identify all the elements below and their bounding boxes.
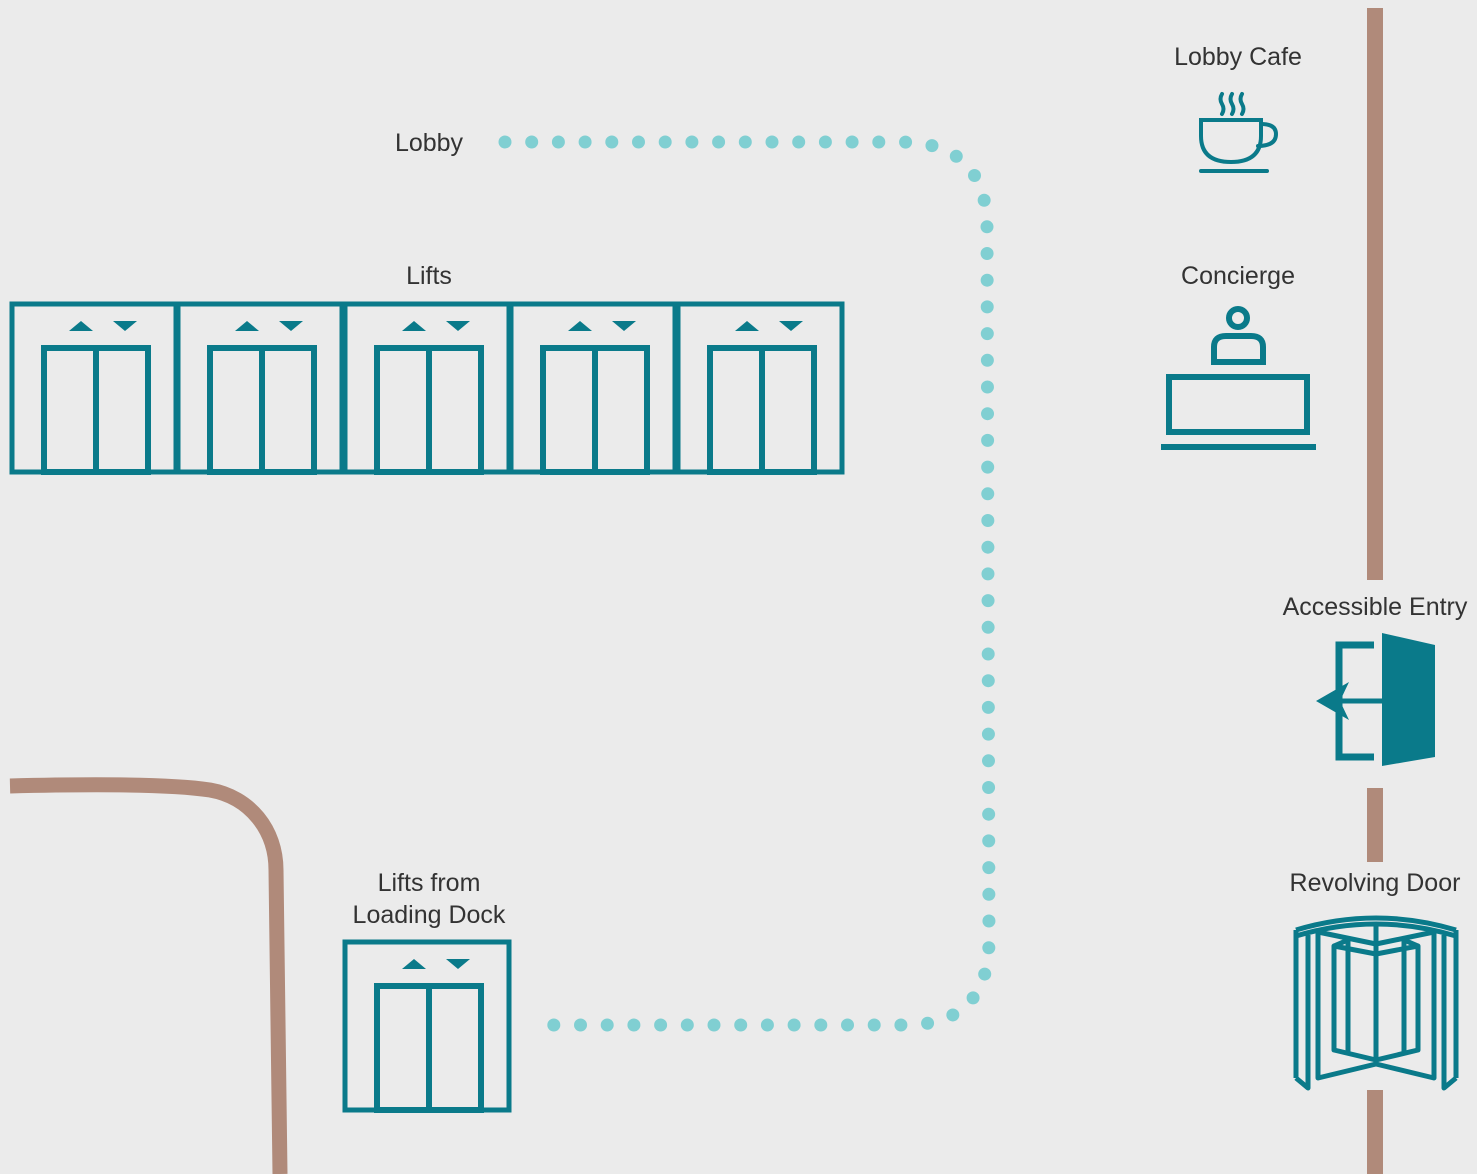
elevator-icon: [12, 304, 176, 472]
walls: [9, 8, 1383, 1174]
loading-dock-lifts-label-line1: Lifts from: [378, 869, 481, 897]
lobby-label: Lobby: [395, 129, 464, 157]
elevator-icon: [178, 304, 342, 472]
elevator-icon: [345, 304, 509, 472]
coffee-cup-icon: [1199, 92, 1279, 173]
elevator-icon: [511, 304, 675, 472]
lifts-label: Lifts: [406, 262, 452, 290]
walking-route: [498, 135, 996, 1032]
revolving-door-label: Revolving Door: [1290, 869, 1461, 897]
door-entry-icon: [1316, 633, 1435, 766]
concierge-label: Concierge: [1181, 262, 1295, 290]
loading-dock-elevator-icon: [345, 942, 509, 1110]
concierge-desk-icon: [1161, 306, 1316, 450]
elevator-icon: [678, 304, 842, 472]
loading-dock-wall: [9, 777, 288, 1174]
accessible-entry-label: Accessible Entry: [1283, 593, 1468, 621]
lift-bank: [12, 304, 842, 472]
cafe-label: Lobby Cafe: [1174, 43, 1302, 71]
revolving-door-icon: [1293, 915, 1459, 1091]
loading-dock-lifts-label-line2: Loading Dock: [353, 901, 506, 929]
